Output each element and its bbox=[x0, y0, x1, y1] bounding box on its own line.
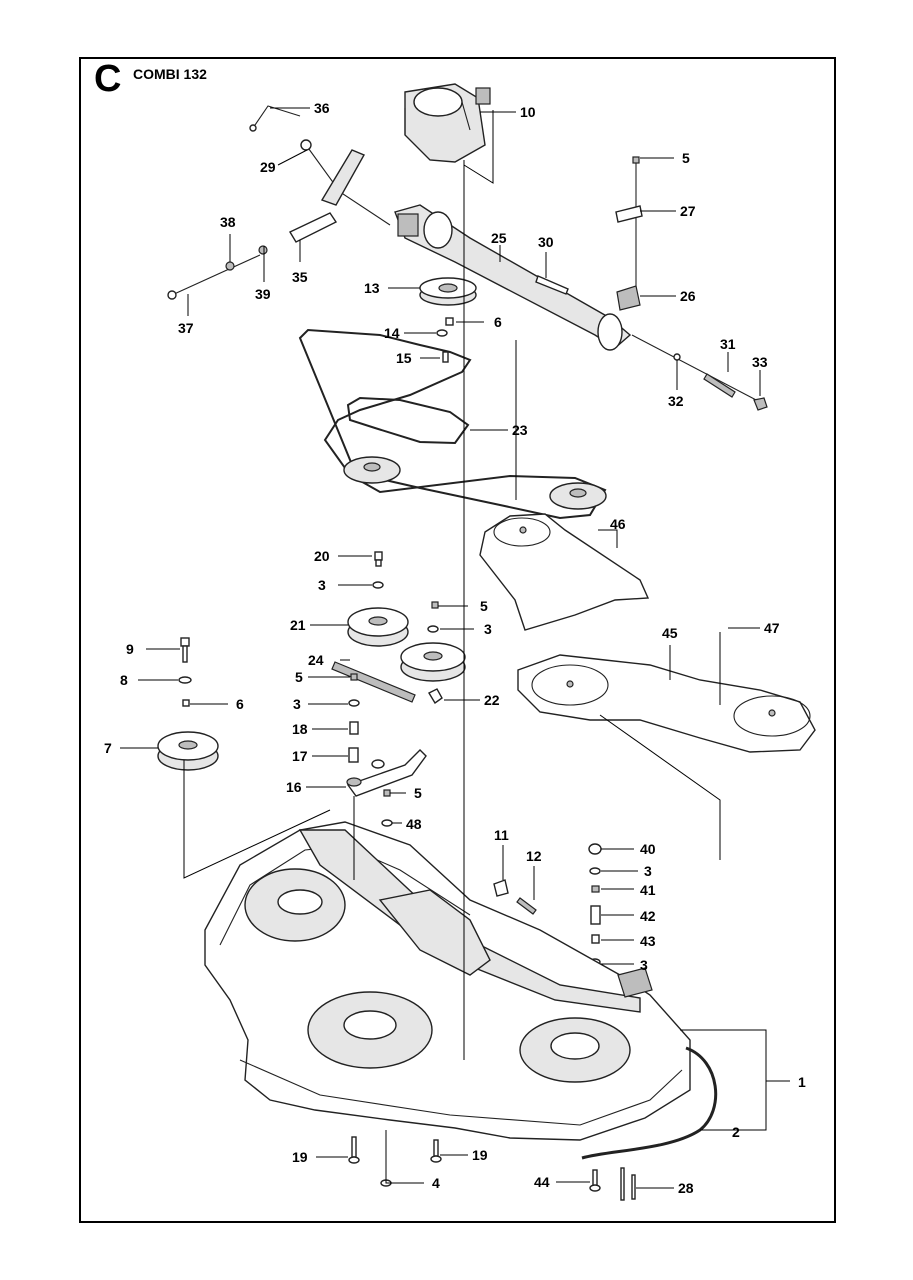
callout-19-a: 19 bbox=[292, 1149, 308, 1165]
tensioner-arm-16 bbox=[346, 749, 427, 797]
callout-6-b: 6 bbox=[236, 696, 244, 712]
spring-31-32-33 bbox=[631, 334, 768, 411]
callout-3-a: 3 bbox=[318, 577, 326, 593]
bolt-20-washer-3 bbox=[372, 551, 384, 589]
callout-8: 8 bbox=[120, 672, 128, 688]
callout-5-b: 5 bbox=[480, 598, 488, 614]
spring-24 bbox=[331, 661, 416, 703]
callout-18: 18 bbox=[292, 721, 308, 737]
gearbox-10 bbox=[404, 83, 491, 163]
stack-40-43 bbox=[588, 843, 602, 966]
callout-46: 46 bbox=[610, 516, 626, 532]
callout-2: 2 bbox=[732, 1124, 740, 1140]
callout-28: 28 bbox=[678, 1180, 694, 1196]
callout-10: 10 bbox=[520, 104, 536, 120]
pulley-right-belt bbox=[549, 482, 607, 510]
deck-bolts-19-4-44-28 bbox=[348, 1136, 636, 1201]
callout-41: 41 bbox=[640, 882, 656, 898]
callout-27: 27 bbox=[680, 203, 696, 219]
callout-22: 22 bbox=[484, 692, 500, 708]
bushings-11-12 bbox=[493, 879, 537, 915]
callout-45: 45 bbox=[662, 625, 678, 641]
callout-5-c: 5 bbox=[295, 669, 303, 685]
callout-3-e: 3 bbox=[640, 957, 648, 973]
section-letter: C bbox=[94, 58, 122, 100]
callout-20: 20 bbox=[314, 548, 330, 564]
pulley-7 bbox=[157, 731, 219, 771]
callout-17: 17 bbox=[292, 748, 308, 764]
callout-3-d: 3 bbox=[644, 863, 652, 879]
callout-33: 33 bbox=[752, 354, 768, 370]
sector-plate bbox=[320, 149, 365, 206]
callout-4: 4 bbox=[432, 1175, 440, 1191]
pin-30 bbox=[535, 275, 569, 295]
callout-48: 48 bbox=[406, 816, 422, 832]
bushings-5-3-18-17 bbox=[348, 673, 360, 763]
belt-cover-46 bbox=[479, 513, 650, 631]
pin-35 bbox=[289, 212, 338, 243]
callout-25: 25 bbox=[491, 230, 507, 246]
callout-31: 31 bbox=[720, 336, 736, 352]
callout-15: 15 bbox=[396, 350, 412, 366]
callout-39: 39 bbox=[255, 286, 271, 302]
drive-shaft-25 bbox=[394, 204, 632, 351]
edge-trim-2 bbox=[581, 1046, 718, 1160]
callout-47: 47 bbox=[764, 620, 780, 636]
callout-1: 1 bbox=[798, 1074, 806, 1090]
mower-deck-1 bbox=[204, 821, 691, 1141]
callout-44: 44 bbox=[534, 1174, 550, 1190]
callout-16: 16 bbox=[286, 779, 302, 795]
callout-5-top: 5 bbox=[682, 150, 690, 166]
callout-21: 21 bbox=[290, 617, 306, 633]
callout-7: 7 bbox=[104, 740, 112, 756]
callout-26: 26 bbox=[680, 288, 696, 304]
callout-23: 23 bbox=[512, 422, 528, 438]
callout-14: 14 bbox=[384, 325, 400, 341]
callout-38: 38 bbox=[220, 214, 236, 230]
callout-6-top: 6 bbox=[494, 314, 502, 330]
bolt-37-nuts bbox=[167, 245, 268, 300]
callout-3-c: 3 bbox=[293, 696, 301, 712]
pulley-21 bbox=[347, 607, 409, 647]
callout-9: 9 bbox=[126, 641, 134, 657]
callout-37: 37 bbox=[178, 320, 194, 336]
callout-30: 30 bbox=[538, 234, 554, 250]
callout-19-b: 19 bbox=[472, 1147, 488, 1163]
pulley-left-belt bbox=[343, 456, 401, 484]
callout-5-d: 5 bbox=[414, 785, 422, 801]
callout-42: 42 bbox=[640, 908, 656, 924]
small-hardware-14-15-6 bbox=[436, 317, 454, 363]
bolt-9-washer-8-6 bbox=[178, 637, 192, 707]
pulley-right-tensioner bbox=[400, 642, 466, 682]
callout-40: 40 bbox=[640, 841, 656, 857]
callout-12: 12 bbox=[526, 848, 542, 864]
pulley-13 bbox=[419, 277, 477, 306]
leader-lines bbox=[120, 107, 790, 1189]
model-title: COMBI 132 bbox=[133, 66, 207, 82]
callout-13: 13 bbox=[364, 280, 380, 296]
callout-36: 36 bbox=[314, 100, 330, 116]
lift-lever-36 bbox=[249, 105, 301, 132]
callout-24: 24 bbox=[308, 652, 324, 668]
callout-32: 32 bbox=[668, 393, 684, 409]
callout-3-b: 3 bbox=[484, 621, 492, 637]
bracket-26-27-5 bbox=[615, 156, 643, 311]
callout-43: 43 bbox=[640, 933, 656, 949]
hardware-5-48 bbox=[381, 789, 393, 827]
callout-labels: 36 29 10 5 27 26 38 39 35 37 25 30 13 14… bbox=[104, 100, 806, 1196]
belt-cover-45 bbox=[517, 654, 816, 753]
callout-11: 11 bbox=[494, 827, 509, 843]
hardware-5-3-22 bbox=[427, 601, 443, 705]
diagram-frame bbox=[79, 57, 836, 1223]
callout-35: 35 bbox=[292, 269, 308, 285]
callout-29: 29 bbox=[260, 159, 276, 175]
